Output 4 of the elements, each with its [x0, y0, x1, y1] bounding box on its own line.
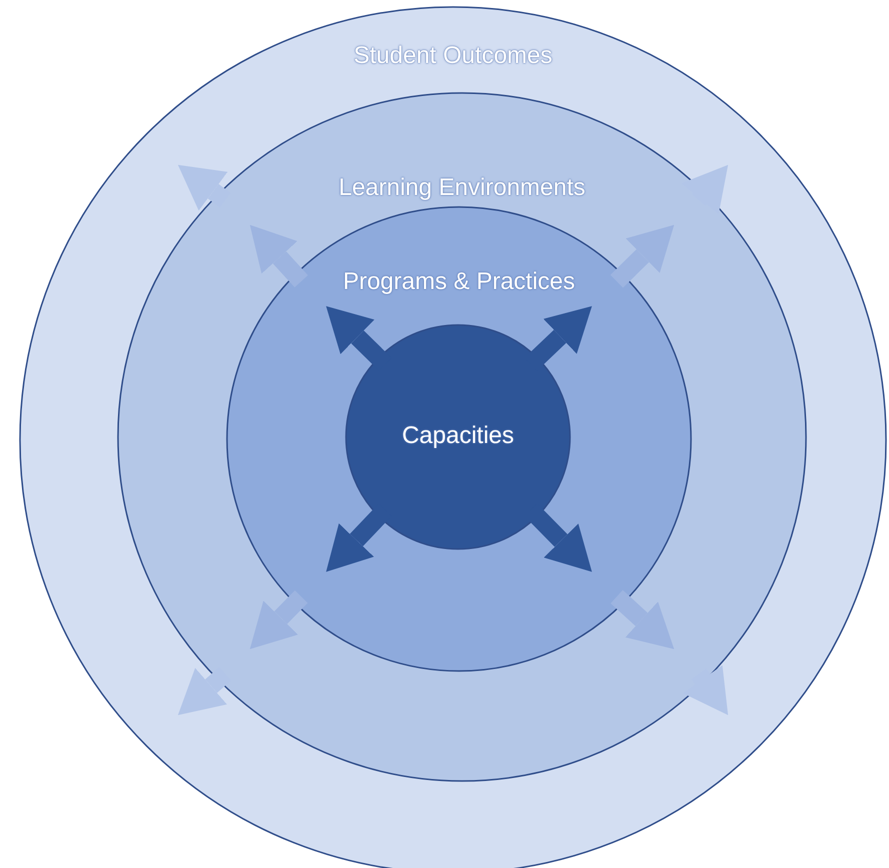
ring-label: Student Outcomes	[354, 42, 552, 69]
ring-label: Programs & Practices	[342, 268, 576, 295]
ring-label: Learning Environments	[338, 174, 586, 201]
ring-label: Capacities	[402, 422, 514, 449]
